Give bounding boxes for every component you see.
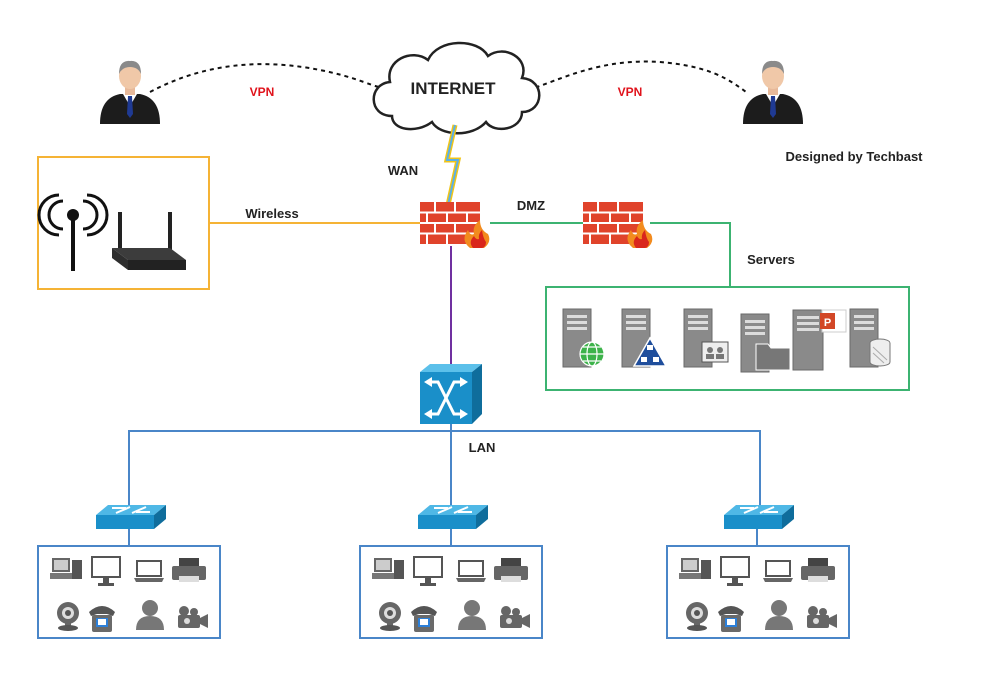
office-server-icon: P [792, 309, 847, 371]
wireless-antenna-icon [37, 193, 109, 271]
lan-label: LAN [469, 440, 496, 455]
servers-zone [545, 286, 910, 391]
wan-label: WAN [388, 163, 418, 178]
database-server-icon [849, 308, 891, 368]
firewall-dmz-icon [582, 201, 654, 249]
lan-bus [128, 424, 761, 510]
servers-label: Servers [747, 252, 795, 267]
wireless-router-icon [112, 212, 186, 270]
lan-devices-left-icon [50, 556, 208, 632]
lan-segment-left [37, 545, 221, 639]
vpn-left-label: VPN [250, 85, 275, 99]
access-switch-left-icon [95, 504, 167, 530]
firewall-main-icon [419, 201, 491, 249]
contacts-server-icon [683, 308, 729, 368]
dmz-label: DMZ [517, 198, 545, 213]
wireless-label: Wireless [245, 206, 298, 221]
access-switch-center-icon [417, 504, 489, 530]
file-server-icon [740, 313, 791, 373]
svg-text:P: P [824, 317, 831, 329]
internet-cloud-icon [372, 41, 541, 135]
internet-label: INTERNET [411, 79, 497, 98]
core-switch-icon [420, 364, 482, 424]
directory-server-icon [621, 308, 668, 368]
vpn-link-left [149, 63, 386, 93]
web-server-icon [562, 308, 605, 368]
vpn-right-label: VPN [618, 85, 643, 99]
credit-text: Designed by Techbast [785, 149, 923, 164]
lan-segment-right [666, 545, 850, 639]
lan-devices-center-icon [372, 556, 530, 632]
lan-devices-right-icon [679, 556, 837, 632]
servers-link [650, 222, 731, 287]
remote-user-right-icon [743, 60, 803, 124]
access-switch-right-icon [723, 504, 795, 530]
lan-segment-center [359, 545, 543, 639]
